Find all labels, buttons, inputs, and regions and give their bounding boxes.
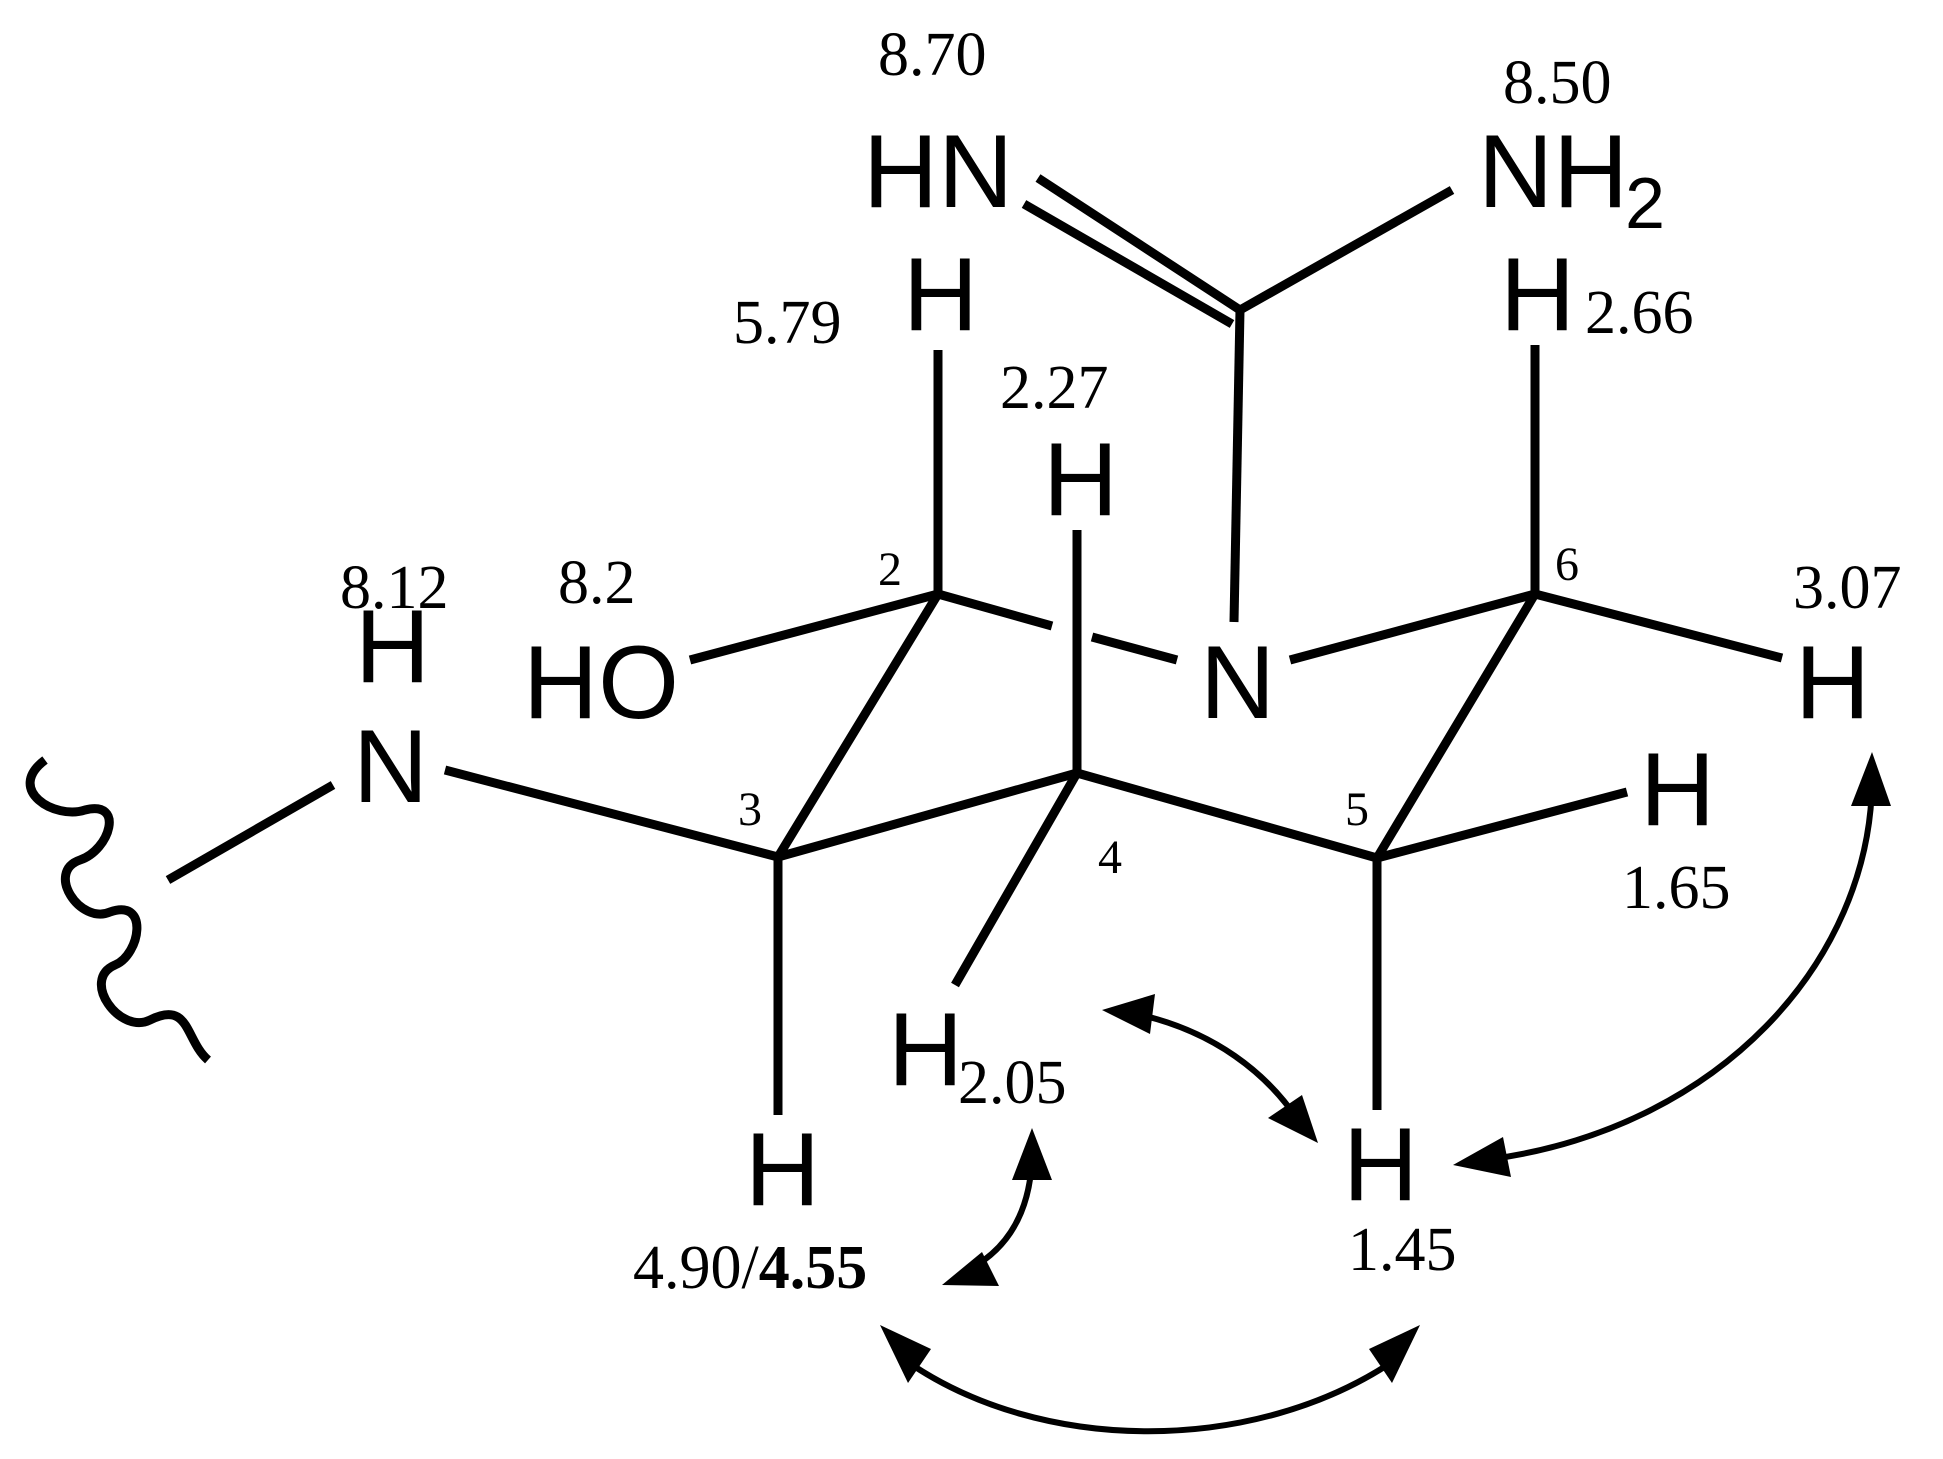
bond-c2-c3 <box>774 591 942 860</box>
shift-h5-right: 1.65 <box>1622 854 1731 922</box>
atom-h-c5-right: H <box>1640 732 1715 848</box>
bond-wavy-nh <box>165 781 336 884</box>
bond-n-c2-right <box>1090 632 1179 665</box>
shift-h4-top: 2.27 <box>1000 354 1109 422</box>
atom-nh2-subscript: 2 <box>1625 164 1665 244</box>
noe-arrow-h3-h4-head-bottom <box>942 1252 999 1286</box>
noe-arrow-h3-h4-head-top <box>1012 1128 1052 1180</box>
atom-labels: HN NH 2 H H H HO N H N H H H H H <box>353 114 1870 1228</box>
atom-h-c5-down: H <box>1343 1107 1418 1223</box>
noe-arrow-h4-h5-head-right <box>1268 1095 1318 1143</box>
noe-arrow-h6-h5-head-bottom <box>1453 1137 1511 1177</box>
bond-c4-c5 <box>1075 768 1379 863</box>
bond-nh-c3 <box>443 765 780 862</box>
atom-hn-imine: HN <box>863 114 1013 230</box>
shift-oh: 8.2 <box>558 549 636 617</box>
bond-n-camidine <box>1229 309 1245 623</box>
atom-nh2: NH <box>1478 114 1628 230</box>
atom-nh-n: N <box>353 709 428 825</box>
noe-arrow-h6-h5-head-top <box>1851 752 1891 806</box>
atom-nh-h: H <box>355 589 430 705</box>
atom-h-c4-top: H <box>1043 422 1118 538</box>
shift-h6-right: 3.07 <box>1793 554 1902 622</box>
atom-h-c6-top: H <box>1500 237 1575 353</box>
shift-hn-imine: 8.70 <box>878 21 987 89</box>
bond-c6-hright <box>1533 589 1784 663</box>
bond-n-c2-left <box>936 589 1054 631</box>
shift-nh2: 8.50 <box>1503 49 1612 117</box>
shift-h5-down: 1.45 <box>1348 1216 1457 1284</box>
bond-camidine-hn-1 <box>1035 174 1243 314</box>
bond-c5-hright <box>1375 787 1629 863</box>
bond-lines <box>165 174 1784 1115</box>
noe-arrow-h3-h5-head-right <box>1369 1325 1420 1383</box>
noe-arrow-h3-h5-head-left <box>880 1325 931 1383</box>
noe-arrow-h6-h5 <box>1484 781 1875 1163</box>
atom-h-c3-down: H <box>745 1112 820 1228</box>
chemical-shifts: 8.70 8.50 5.79 2.66 2.27 8.12 8.2 3.07 1… <box>340 21 1902 1302</box>
bond-c4-hdown <box>951 770 1081 988</box>
position-5: 5 <box>1345 783 1369 836</box>
bond-c6-n <box>1288 589 1537 665</box>
shift-h3-down-b: 4.55 <box>759 1234 868 1302</box>
noe-arrow-h4-h5-head-left <box>1102 994 1155 1034</box>
bond-c2-oh <box>688 589 940 665</box>
noe-arrows <box>880 752 1891 1435</box>
bond-c3-c4 <box>776 768 1079 862</box>
position-3: 3 <box>738 783 762 836</box>
bond-camidine-hn-2 <box>1021 200 1235 328</box>
position-4: 4 <box>1098 831 1122 884</box>
wavy-attachment-bond <box>25 756 212 1064</box>
shift-h4-down: 2.05 <box>958 1049 1067 1117</box>
bond-c5-c6 <box>1373 591 1539 861</box>
atom-n-ring: N <box>1200 625 1275 741</box>
shift-h2: 5.79 <box>733 289 842 357</box>
atom-h-c4-down: H <box>888 992 963 1108</box>
shift-h3-down-a: 4.90/ <box>633 1234 760 1302</box>
position-6: 6 <box>1555 538 1579 591</box>
noe-arrow-h3-h5 <box>903 1357 1397 1435</box>
atom-h-c6-right: H <box>1795 625 1870 741</box>
shift-h6-top: 2.66 <box>1585 279 1694 347</box>
shift-h3-down: 4.90/4.55 <box>633 1234 867 1302</box>
shift-nh: 8.12 <box>340 554 449 622</box>
atom-ho: HO <box>523 625 679 741</box>
position-numbers: 2 3 4 5 6 <box>738 538 1579 884</box>
position-2: 2 <box>878 543 902 596</box>
atom-h-c2: H <box>903 237 978 353</box>
bond-camidine-nh2 <box>1237 186 1455 314</box>
noe-arrow-h4-h5 <box>1131 1010 1301 1122</box>
